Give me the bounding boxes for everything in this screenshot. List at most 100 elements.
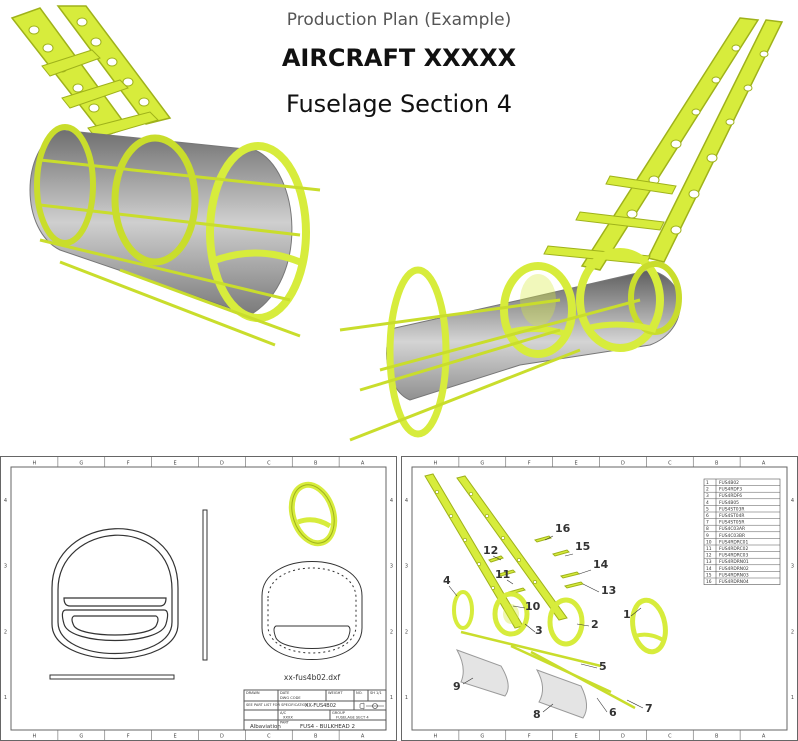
tb-group-label: GROUP — [332, 711, 346, 715]
parts-row-code: FUS4C03BR — [719, 533, 745, 539]
section-title: Fuselage Section 4 — [285, 90, 513, 118]
col-label: D — [220, 461, 224, 467]
parts-row-code: FUS4RDRN02 — [719, 566, 749, 572]
row-label: 3 — [405, 564, 408, 570]
row-label: 4 — [4, 498, 7, 504]
col-label: B — [314, 461, 318, 467]
parts-row-no: 13 — [706, 559, 712, 565]
callout-15: 15 — [575, 540, 590, 553]
col-label: F — [528, 461, 531, 467]
plan-subtitle: Production Plan (Example) — [286, 10, 512, 30]
parts-row-no: 12 — [706, 553, 712, 559]
row-label: 1 — [791, 695, 794, 701]
tb-company: Albaviation — [250, 724, 281, 730]
callout-7: 7 — [645, 702, 653, 715]
bulkhead-thumbnail — [288, 481, 338, 547]
tb-spec-note: SEE PART LIST FOR SPECIFICATION — [246, 703, 308, 707]
row-label: 1 — [390, 695, 393, 701]
col-label: G — [480, 734, 484, 740]
row-label: 1 — [405, 695, 408, 701]
parts-row-code: FUS4ST05R — [719, 520, 744, 526]
parts-row-no: 8 — [706, 526, 709, 532]
bulkhead-bottom-view — [49, 674, 175, 680]
tb-part-label: PART — [280, 721, 290, 725]
col-label: B — [314, 734, 318, 740]
parts-row-code: FUS4ST03R — [719, 506, 744, 512]
parts-row-no: 11 — [706, 546, 712, 552]
tb-weight-label: WEIGHT — [328, 691, 343, 695]
tb-drawn-label: DRAWN — [246, 691, 260, 695]
parts-row-no: 7 — [706, 520, 709, 526]
col-label: G — [79, 734, 83, 740]
col-label: A — [762, 734, 766, 740]
parts-row-no: 4 — [706, 500, 709, 506]
row-label: 2 — [390, 629, 393, 635]
callout-8: 8 — [533, 708, 541, 721]
col-label: D — [220, 734, 224, 740]
row-label: 2 — [791, 629, 794, 635]
callout-4: 4 — [443, 574, 451, 587]
parts-row-code: FUS4RDRC01 — [719, 539, 748, 545]
row-label: 4 — [390, 498, 393, 504]
assembly-renders — [10, 5, 784, 442]
parts-row-no: 10 — [706, 539, 712, 545]
callout-12: 12 — [483, 544, 498, 557]
col-label: F — [528, 734, 531, 740]
parts-row-no: 3 — [706, 493, 709, 499]
tb-no-label: NO. — [356, 691, 363, 695]
col-label: G — [79, 461, 83, 467]
callouts: 16 15 12 14 11 13 4 10 1 3 2 5 9 8 6 7 — [443, 522, 653, 721]
tb-dwg-code-label: DWG CODE — [280, 696, 301, 700]
tb-date-label: DATE — [280, 691, 290, 695]
parts-row-code: FUS4RDRC02 — [719, 546, 748, 552]
col-label: H — [33, 461, 37, 467]
callout-10: 10 — [525, 600, 541, 613]
parts-row-no: 9 — [706, 533, 709, 539]
parts-row-code: FUS4RDF3 — [719, 487, 742, 493]
col-label: C — [668, 461, 672, 467]
col-label: H — [434, 734, 438, 740]
callout-16: 16 — [555, 522, 571, 535]
left-fuselage-render — [10, 5, 321, 347]
parts-row-no: 6 — [706, 513, 709, 519]
parts-row-no: 15 — [706, 572, 712, 578]
tb-dwg-code: XX-FUS4B02 — [305, 703, 336, 709]
row-label: 2 — [405, 629, 408, 635]
row-label: 2 — [4, 629, 7, 635]
parts-row-no: 1 — [706, 480, 709, 486]
parts-row-code: FUS4RDF6 — [719, 493, 742, 499]
parts-row-code: FUS4RDRN01 — [719, 559, 749, 565]
parts-row-no: 5 — [706, 506, 709, 512]
col-label: A — [361, 734, 365, 740]
callout-3: 3 — [535, 624, 543, 637]
callout-1: 1 — [623, 608, 631, 621]
callout-leaders — [448, 535, 644, 713]
col-label: F — [127, 734, 130, 740]
row-label: 4 — [791, 498, 794, 504]
projection-symbol-icon — [359, 702, 384, 710]
parts-row-code: FUS4RDRN04 — [719, 579, 749, 585]
col-label: E — [173, 461, 176, 467]
row-label: 3 — [390, 564, 393, 570]
col-label: H — [434, 461, 438, 467]
col-label: C — [267, 461, 271, 467]
parts-row-no: 14 — [706, 566, 712, 572]
tb-group-value: FUSELAGE SECT 4 — [336, 716, 369, 720]
callout-5: 5 — [599, 660, 607, 673]
col-label: A — [762, 461, 766, 467]
callout-13: 13 — [601, 584, 616, 597]
bulkhead-front-view — [51, 528, 179, 659]
row-label: 3 — [791, 564, 794, 570]
col-label: F — [127, 461, 130, 467]
exploded-view — [424, 473, 668, 719]
callout-2: 2 — [591, 618, 599, 631]
parts-row-no: 16 — [706, 579, 712, 585]
col-label: D — [621, 734, 625, 740]
col-label: C — [267, 734, 271, 740]
col-label: G — [480, 461, 484, 467]
tb-ac-label: A/C — [280, 711, 287, 715]
